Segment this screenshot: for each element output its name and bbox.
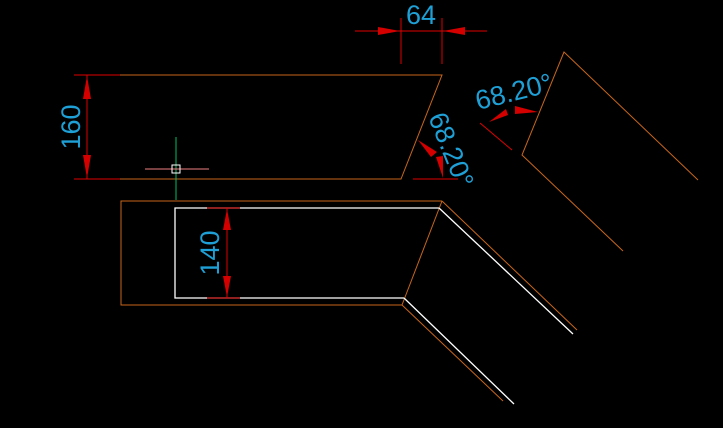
dimension-text-140[interactable]: 140 xyxy=(195,230,225,275)
right-outline xyxy=(521,51,699,252)
dimension-text-160[interactable]: 160 xyxy=(56,104,86,149)
angle-dimension-left: 68.20° xyxy=(413,108,480,192)
dimension-text-64[interactable]: 64 xyxy=(406,0,436,30)
crosshair-cursor xyxy=(145,137,209,200)
dimension-64: 64 xyxy=(355,0,487,64)
top-trapezoid xyxy=(74,74,443,180)
angle-text-right[interactable]: 68.20° xyxy=(472,68,555,116)
lower-frame xyxy=(120,200,578,405)
dimension-140: 140 xyxy=(195,207,240,299)
angle-dimension-right: 68.20° xyxy=(472,68,555,151)
dimension-160: 160 xyxy=(56,75,91,179)
